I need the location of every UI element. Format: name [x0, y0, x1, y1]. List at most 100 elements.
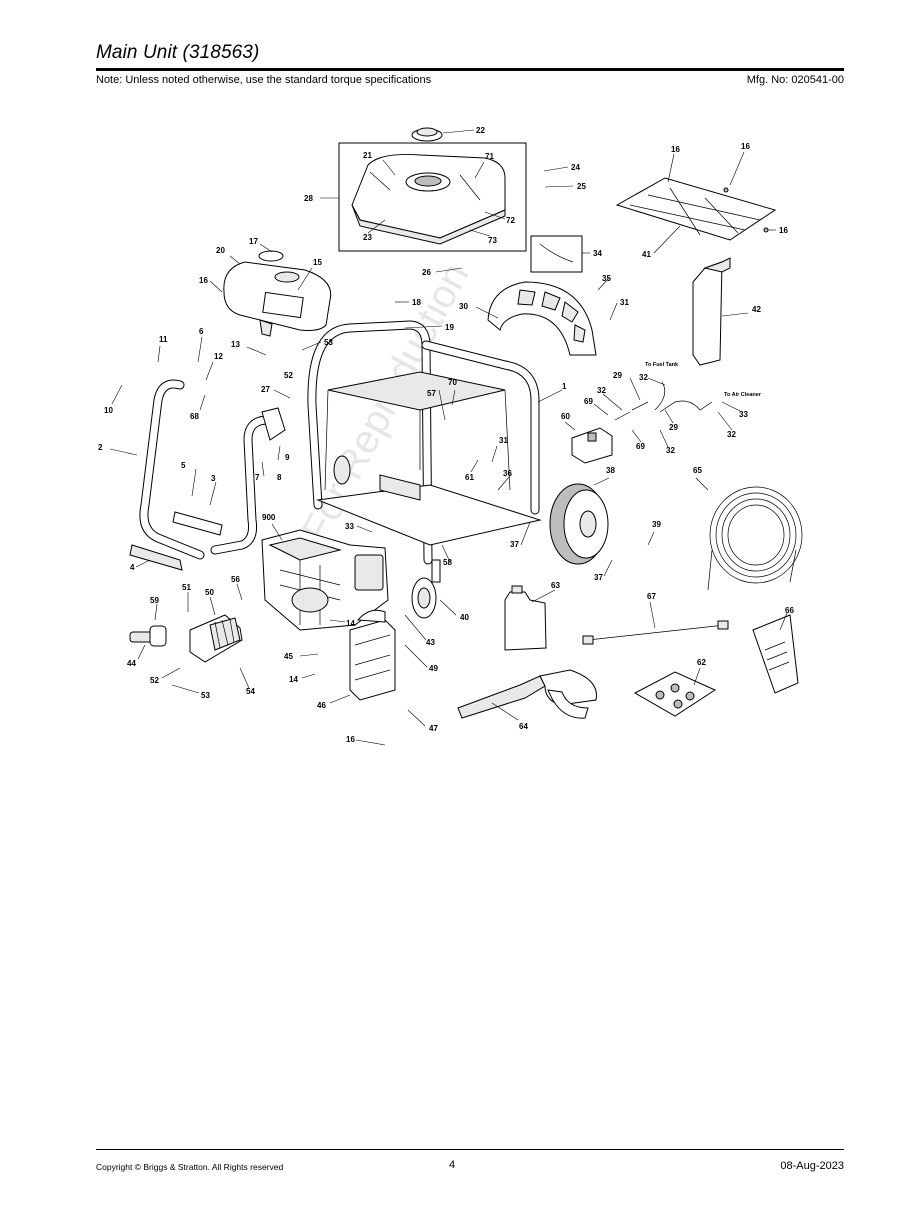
- label-44: 44: [127, 659, 136, 668]
- console-plate: [615, 177, 777, 241]
- engine: [261, 529, 389, 631]
- leader-lines: [109, 129, 788, 746]
- label-23: 23: [363, 233, 372, 242]
- label-67: 67: [647, 592, 656, 601]
- label-19: 19: [445, 323, 454, 332]
- handle: [129, 379, 286, 571]
- label-26: 26: [422, 268, 431, 277]
- torque-note: Note: Unless noted otherwise, use the st…: [96, 74, 432, 86]
- label-28: 28: [304, 194, 313, 203]
- label-21: 21: [363, 151, 372, 160]
- muffler: [349, 609, 396, 701]
- label-13: 13: [231, 340, 240, 349]
- label-18: 18: [412, 298, 421, 307]
- label-53a: 53: [324, 338, 333, 347]
- label-8: 8: [277, 473, 282, 482]
- label-16e: 16: [346, 735, 355, 744]
- label-6: 6: [199, 327, 204, 336]
- tank-cap: [411, 127, 443, 142]
- part-labels: 22 21 71 28 23 73 72 24 25 34 26 17 20 1…: [98, 126, 794, 744]
- label-27: 27: [261, 385, 270, 394]
- page-title: Main Unit (318563): [96, 42, 260, 63]
- label-7: 7: [255, 473, 260, 482]
- label-40: 40: [460, 613, 469, 622]
- label-15: 15: [313, 258, 322, 267]
- control-box: [571, 427, 613, 464]
- label-31b: 31: [499, 436, 508, 445]
- label-54: 54: [246, 687, 255, 696]
- label-73: 73: [488, 236, 497, 245]
- label-17: 17: [249, 237, 258, 246]
- hose-coil: [707, 486, 803, 591]
- label-39: 39: [652, 520, 661, 529]
- owners-manual: [752, 614, 799, 694]
- label-36: 36: [503, 469, 512, 478]
- side-panel: [692, 257, 731, 366]
- wheel: [549, 483, 609, 565]
- label-57: 57: [427, 389, 436, 398]
- label-900: 900: [262, 513, 276, 522]
- belt-guard: [487, 281, 597, 356]
- label-5: 5: [181, 461, 186, 470]
- caster-wheel: [411, 559, 441, 619]
- label-64: 64: [519, 722, 528, 731]
- label-12: 12: [214, 352, 223, 361]
- label-52b: 52: [150, 676, 159, 685]
- pressure-pump: [129, 614, 243, 663]
- label-66: 66: [785, 606, 794, 615]
- label-16d: 16: [779, 226, 788, 235]
- label-59: 59: [150, 596, 159, 605]
- label-37a: 37: [510, 540, 519, 549]
- footer-date: 08-Aug-2023: [780, 1160, 844, 1172]
- label-51: 51: [182, 583, 191, 592]
- label-3: 3: [211, 474, 216, 483]
- label-29a: 29: [613, 371, 622, 380]
- mfg-number: Mfg. No: 020541-00: [746, 74, 844, 86]
- nozzle-kit: [633, 671, 717, 717]
- label-42: 42: [752, 305, 761, 314]
- label-61: 61: [465, 473, 474, 482]
- label-65: 65: [693, 466, 702, 475]
- label-41: 41: [642, 250, 651, 259]
- label-62: 62: [697, 658, 706, 667]
- tank-assembly-box: [338, 142, 527, 252]
- spray-gun: [457, 669, 597, 719]
- exploded-parts-diagram: Not For Reproduction: [98, 126, 803, 746]
- label-20: 20: [216, 246, 225, 255]
- fuel-tank: [223, 250, 332, 337]
- label-63: 63: [551, 581, 560, 590]
- fuel-hose-box: [530, 235, 583, 273]
- label-9: 9: [285, 453, 290, 462]
- fuel-lines: [614, 381, 713, 421]
- label-32d: 32: [727, 430, 736, 439]
- label-4: 4: [130, 563, 135, 572]
- label-1: 1: [562, 382, 567, 391]
- callout-fuel-tank: To Fuel Tank: [645, 362, 679, 368]
- label-70: 70: [448, 378, 457, 387]
- label-68: 68: [190, 412, 199, 421]
- fuel-tank-upper: [351, 154, 506, 245]
- label-35: 35: [602, 274, 611, 283]
- label-58: 58: [443, 558, 452, 567]
- label-32b: 32: [597, 386, 606, 395]
- label-32a: 32: [639, 373, 648, 382]
- copyright: Copyright © Briggs & Stratton. All Right…: [96, 1162, 284, 1172]
- label-29b: 29: [669, 423, 678, 432]
- label-38: 38: [606, 466, 615, 475]
- main-frame: [307, 320, 542, 565]
- label-10: 10: [104, 406, 113, 415]
- label-16c: 16: [741, 142, 750, 151]
- label-32c: 32: [666, 446, 675, 455]
- label-49: 49: [429, 664, 438, 673]
- label-14a: 14: [346, 619, 355, 628]
- label-52a: 52: [284, 371, 293, 380]
- label-24: 24: [571, 163, 580, 172]
- label-33b: 33: [739, 410, 748, 419]
- label-56: 56: [231, 575, 240, 584]
- label-50: 50: [205, 588, 214, 597]
- oil-bottle: [504, 585, 547, 651]
- callout-air-cleaner: To Air Cleaner: [724, 392, 762, 398]
- spray-lance: [582, 620, 729, 645]
- label-45: 45: [284, 652, 293, 661]
- label-37b: 37: [594, 573, 603, 582]
